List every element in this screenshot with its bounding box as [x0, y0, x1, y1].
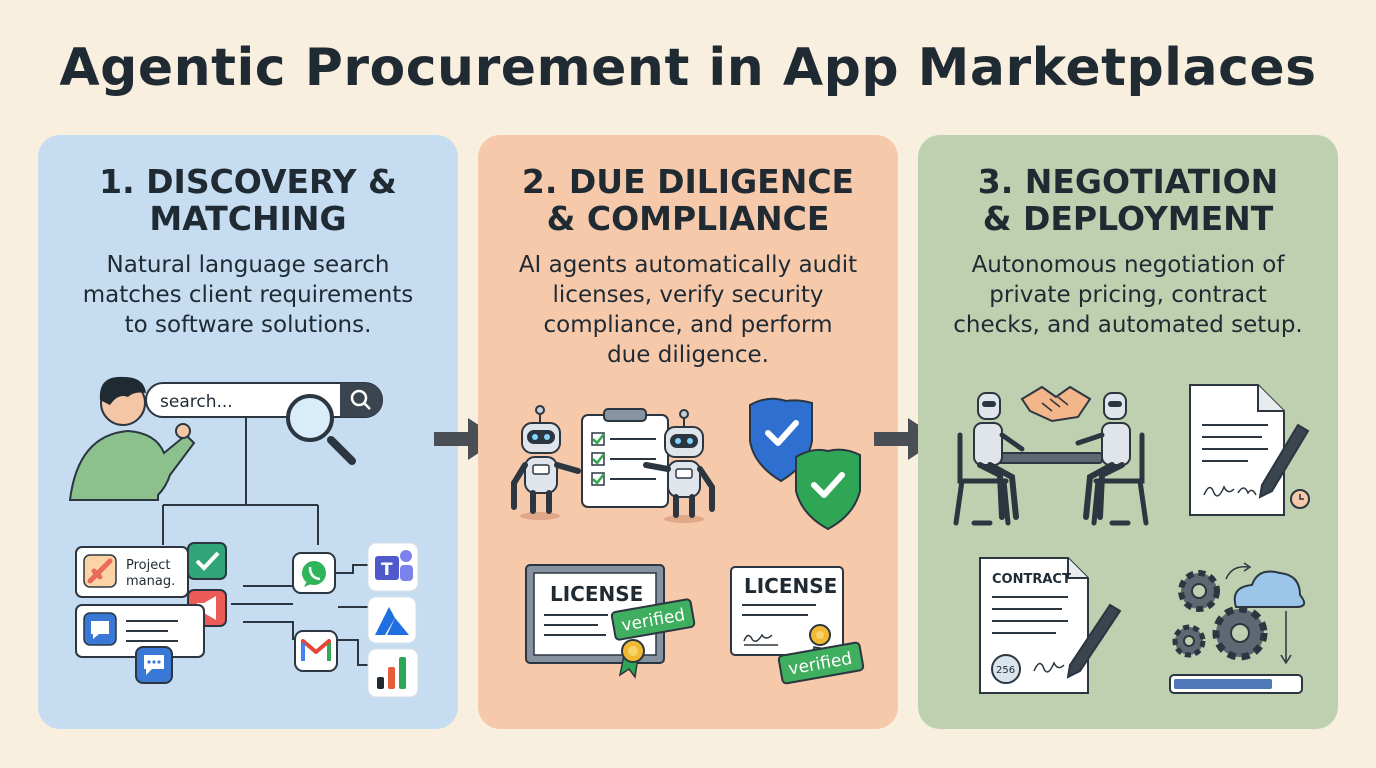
panel-heading: 1. DISCOVERY & MATCHING — [38, 163, 458, 237]
license-label: LICENSE — [744, 574, 837, 598]
description-line: checks, and automated setup. — [953, 312, 1303, 338]
gmail-icon[interactable] — [294, 630, 338, 672]
magnifier-icon — [286, 394, 356, 465]
heading-line: 3. NEGOTIATION — [977, 162, 1279, 201]
description-line: private pricing, contract — [989, 282, 1267, 308]
description-line: due diligence. — [607, 342, 769, 368]
contract-label: CONTRACT — [992, 572, 1071, 587]
teams-icon[interactable]: T — [367, 542, 419, 592]
description-line: Autonomous negotiation of — [971, 252, 1285, 278]
gear-icon — [1172, 624, 1206, 658]
panel-heading: 3. NEGOTIATION & DEPLOYMENT — [918, 163, 1338, 237]
panel-due-diligence: 2. DUE DILIGENCE & COMPLIANCE AI agents … — [478, 135, 898, 729]
verified-stamp: verified — [777, 641, 865, 685]
description-line: matches client requirements — [82, 282, 414, 308]
heading-line: 2. DUE DILIGENCE — [521, 162, 855, 201]
check-app-icon[interactable] — [187, 542, 227, 580]
ribbon-icon — [618, 639, 645, 679]
description-line: Natural language search — [106, 252, 390, 278]
description-line: AI agents automatically audit — [518, 252, 858, 278]
panel-discovery-matching: 1. DISCOVERY & MATCHING Natural language… — [38, 135, 458, 729]
license-label: LICENSE — [550, 582, 643, 606]
panel-negotiation-deployment: 3. NEGOTIATION & DEPLOYMENT Autonomous n… — [918, 135, 1338, 729]
heading-line: MATCHING — [149, 199, 347, 238]
search-icon[interactable] — [350, 389, 371, 410]
shield-check-icon — [795, 448, 861, 531]
seal-label: 256 — [996, 665, 1015, 676]
chair — [1091, 432, 1149, 526]
diligence-illustration: LICENSE verified LICENSE — [511, 397, 865, 685]
verified-stamp: verified — [610, 598, 696, 641]
description-line: to software solutions. — [124, 312, 372, 338]
pen-icon — [1066, 603, 1122, 679]
robot-icon — [643, 409, 715, 523]
connector-lines — [162, 418, 368, 666]
gear-icon — [1178, 570, 1220, 612]
heading-line: 1. DISCOVERY & — [99, 162, 397, 201]
handshake-icon — [1020, 385, 1092, 423]
svg-text:T: T — [381, 560, 393, 580]
gear-icon — [1212, 605, 1268, 661]
analytics-icon[interactable] — [367, 648, 419, 698]
app-card-label: manag. — [126, 574, 175, 589]
panel-description: Autonomous negotiation of private pricin… — [938, 250, 1318, 340]
negotiation-scene — [953, 385, 1149, 526]
robot-icon — [973, 392, 1025, 520]
a-app-icon[interactable] — [367, 596, 417, 644]
panel-description: AI agents automatically audit licenses, … — [498, 250, 878, 370]
search-placeholder: search... — [160, 392, 233, 412]
robot-icon — [511, 405, 581, 520]
chair — [953, 432, 1011, 526]
progress-bar-icon — [1169, 674, 1303, 694]
page-title: Agentic Procurement in App Marketplaces — [59, 38, 1317, 98]
search-bar[interactable]: search... — [145, 382, 383, 418]
app-card-project[interactable]: Project manag. — [75, 546, 189, 598]
heading-line: & COMPLIANCE — [546, 199, 830, 238]
clock-icon — [1290, 489, 1310, 509]
discovery-illustration: search... Project manag. — [68, 376, 419, 698]
robot-icon — [1075, 392, 1131, 520]
panel-heading: 2. DUE DILIGENCE & COMPLIANCE — [478, 163, 898, 237]
app-card-chat[interactable] — [75, 604, 205, 658]
contract-icon: CONTRACT 256 — [979, 557, 1089, 694]
checklist-icon — [581, 408, 669, 508]
chat-icon[interactable] — [135, 646, 173, 684]
cloud-icon — [1225, 562, 1306, 665]
deployment-illustration: CONTRACT 256 — [953, 384, 1310, 694]
whatsapp-icon[interactable] — [292, 552, 336, 594]
pen-icon — [1258, 423, 1310, 499]
description-line: licenses, verify security — [552, 282, 824, 308]
panel-description: Natural language search matches client r… — [58, 250, 438, 340]
person-icon — [68, 376, 196, 501]
signed-document-icon — [1189, 384, 1285, 516]
description-line: compliance, and perform — [543, 312, 833, 338]
heading-line: & DEPLOYMENT — [982, 199, 1274, 238]
app-card-label: Project — [126, 558, 170, 573]
